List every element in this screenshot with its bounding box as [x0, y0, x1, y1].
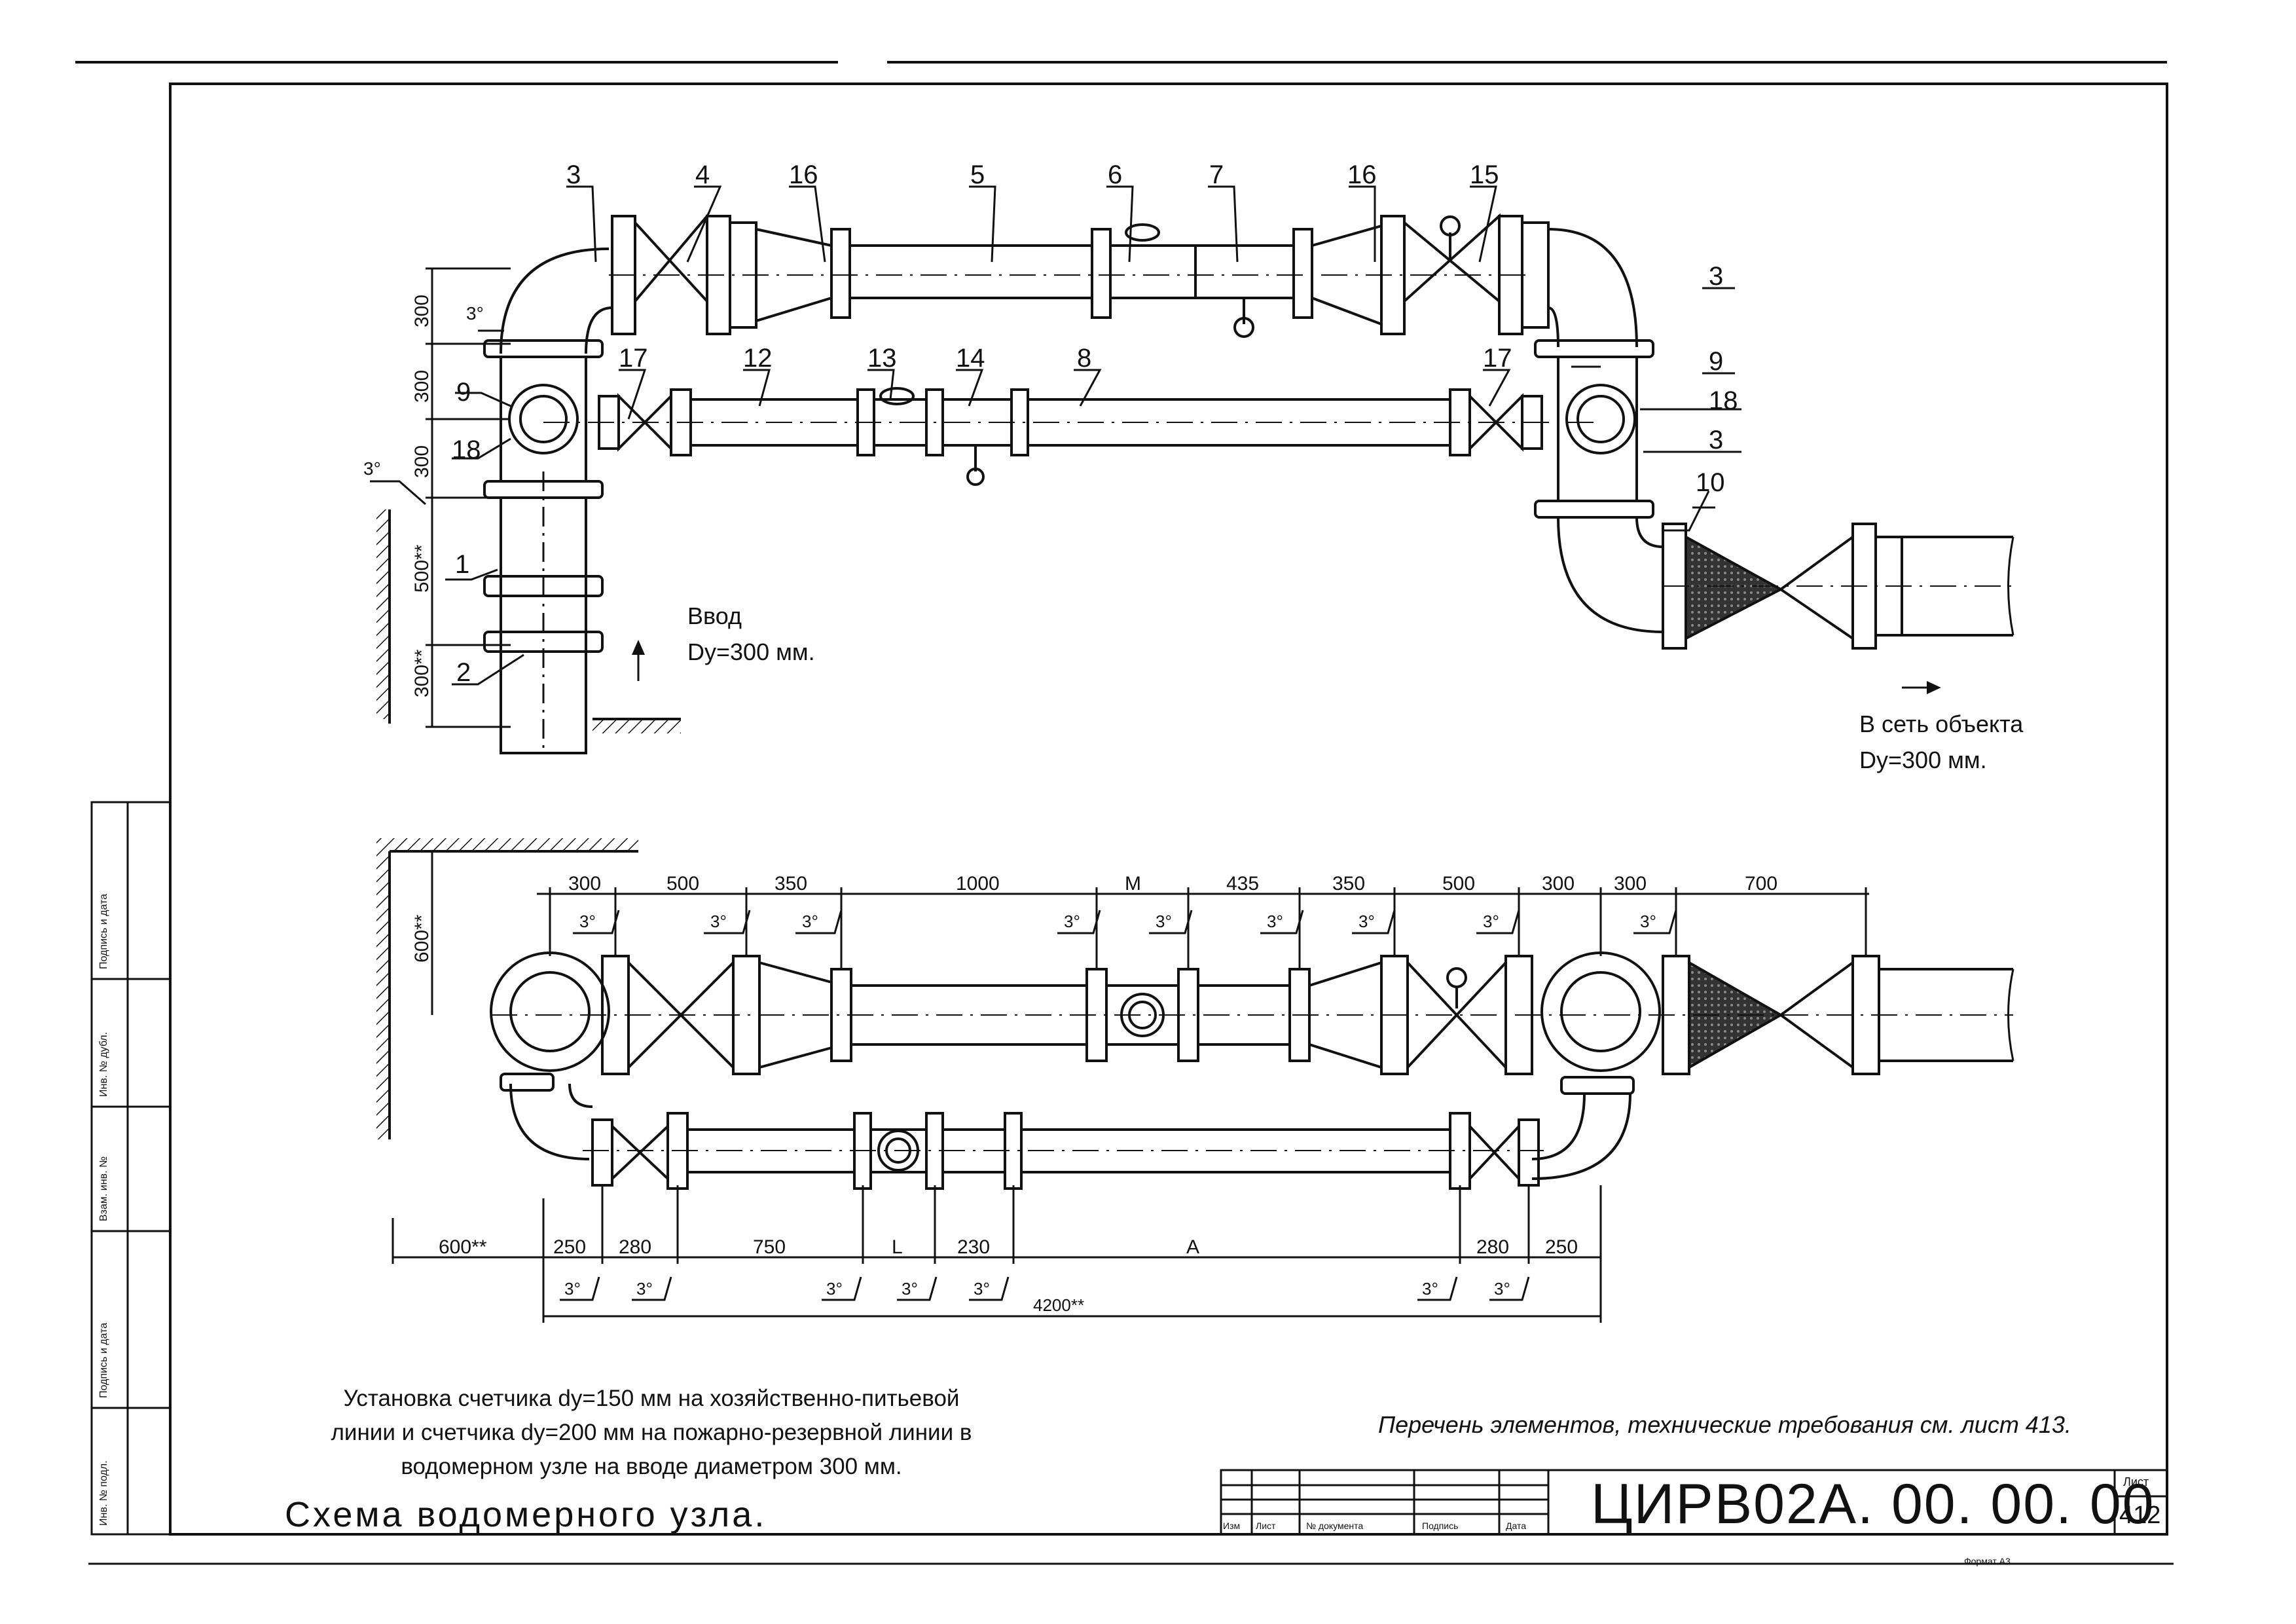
dim-600-vertical: 600** [411, 914, 433, 963]
callout-5: 5 [970, 160, 985, 189]
tb-col-date: Дата [1506, 1521, 1527, 1531]
side-stamp-inv-podl: Инв. № подл. [98, 1460, 109, 1526]
angle-mark: 3° [579, 912, 596, 931]
angle-mark: 3° [1064, 912, 1080, 931]
callout-1: 1 [455, 550, 470, 579]
callout-13: 13 [867, 344, 897, 373]
sheet-frame [75, 61, 2174, 1565]
caption-line-1: Установка счетчика dy=150 мм на хозяйств… [343, 1386, 960, 1411]
side-stamp-vzam-inv: Взам. инв. № [98, 1156, 109, 1221]
plan-callout-leaders [370, 185, 1741, 686]
callout-16: 16 [789, 160, 818, 189]
dim-500-2: 500 [1442, 873, 1476, 895]
angle-mark: 3° [1494, 1279, 1510, 1299]
dim-700: 700 [1745, 873, 1778, 895]
caption-line-2: линии и счетчика dy=200 мм на пожарно-ре… [331, 1420, 972, 1445]
plan-view [376, 212, 2014, 754]
callout-17b: 17 [1483, 344, 1512, 373]
reference-note: Перечень элементов, технические требован… [1378, 1411, 2071, 1438]
dim-435: 435 [1226, 873, 1260, 895]
side-stamp-sign-date-1: Подпись и дата [98, 1322, 109, 1398]
angle-mark: 3° [564, 1279, 581, 1299]
callout-9-left: 9 [456, 378, 471, 407]
format-label: Формат А3 [1964, 1556, 2011, 1566]
callout-8: 8 [1077, 344, 1092, 373]
inlet-diameter: Dy=300 мм. [687, 638, 815, 665]
callout-16b: 16 [1347, 160, 1377, 189]
angle-mark: 3° [802, 912, 818, 931]
plan-dim-300c: 300 [411, 445, 433, 478]
callout-10: 10 [1696, 468, 1725, 497]
callout-3-outlet: 3 [1709, 426, 1724, 454]
plan-angle-b: 3° [363, 458, 381, 479]
dim-600-bottom: 600** [439, 1236, 487, 1258]
document-code: ЦИРВ02А. 00. 00. 00 [1591, 1473, 2155, 1536]
dim-280-1: 280 [619, 1236, 652, 1258]
dim-1000: 1000 [956, 873, 1000, 895]
plan-dim-500: 500** [411, 544, 433, 593]
plan-dim-300d: 300** [411, 649, 433, 697]
inlet-label: Ввод [687, 602, 742, 629]
dim-4200-total: 4200** [1033, 1295, 1085, 1315]
angle-mark: 3° [710, 912, 727, 931]
outlet-label: В сеть объекта [1859, 710, 2024, 737]
plan-dim-300a: 300 [411, 294, 433, 327]
plan-dimension-line [426, 267, 511, 728]
angle-mark: 3° [1483, 912, 1499, 931]
sheet-label: Лист [2123, 1475, 2149, 1488]
elevation-dimension-lines [392, 851, 1869, 1323]
dim-500-1: 500 [666, 873, 700, 895]
angle-mark: 3° [1267, 912, 1283, 931]
dim-350-1: 350 [774, 873, 808, 895]
side-stamp-sign-date-2: Подпись и дата [98, 893, 109, 969]
dim-L: L [892, 1236, 903, 1258]
callout-3-right: 3 [1709, 262, 1724, 291]
plan-angle-a: 3° [466, 303, 484, 323]
caption-line-3: водомерном узле на вводе диаметром 300 м… [401, 1454, 902, 1479]
callout-14: 14 [956, 344, 985, 373]
angle-mark: 3° [1358, 912, 1375, 931]
callout-18-right: 18 [1709, 386, 1738, 415]
dim-250-2: 250 [1545, 1236, 1578, 1258]
callout-17: 17 [619, 344, 648, 373]
callout-9-right: 9 [1709, 347, 1724, 376]
plan-dim-300b: 300 [411, 369, 433, 403]
callout-6: 6 [1108, 160, 1123, 189]
callout-4: 4 [695, 160, 710, 189]
tb-col-list: Лист [1256, 1521, 1276, 1531]
tb-col-sign: Подпись [1422, 1521, 1459, 1531]
dim-250-1: 250 [553, 1236, 587, 1258]
angle-mark: 3° [902, 1279, 918, 1299]
dim-280-2: 280 [1476, 1236, 1510, 1258]
callout-3: 3 [566, 160, 581, 189]
side-stamp-inv-dubl: Инв. № дубл. [98, 1031, 109, 1097]
angle-mark: 3° [826, 1279, 843, 1299]
dim-230: 230 [957, 1236, 991, 1258]
tb-col-izm: Изм [1223, 1521, 1241, 1531]
tb-col-doc: № документа [1306, 1521, 1364, 1531]
callout-18-left: 18 [452, 435, 481, 464]
dim-350-2: 350 [1332, 873, 1366, 895]
drawing-title: Схема водомерного узла. [285, 1495, 767, 1534]
angle-mark: 3° [636, 1279, 653, 1299]
angle-mark: 3° [974, 1279, 990, 1299]
angle-mark: 3° [1156, 912, 1172, 931]
angle-mark: 3° [1422, 1279, 1438, 1299]
callout-12: 12 [743, 344, 773, 373]
dim-300-3: 300 [1614, 873, 1647, 895]
callout-7: 7 [1209, 160, 1224, 189]
callout-15: 15 [1470, 160, 1499, 189]
dim-750: 750 [753, 1236, 786, 1258]
dim-300-2: 300 [1542, 873, 1575, 895]
dim-A: A [1186, 1236, 1200, 1258]
outlet-diameter: Dy=300 мм. [1859, 747, 1987, 773]
title-block [1220, 1469, 2168, 1536]
angle-mark: 3° [1640, 912, 1656, 931]
sheet-number: 412 [2119, 1502, 2161, 1529]
dim-300-1: 300 [568, 873, 602, 895]
callout-2: 2 [456, 658, 471, 687]
dim-M: M [1125, 873, 1141, 895]
